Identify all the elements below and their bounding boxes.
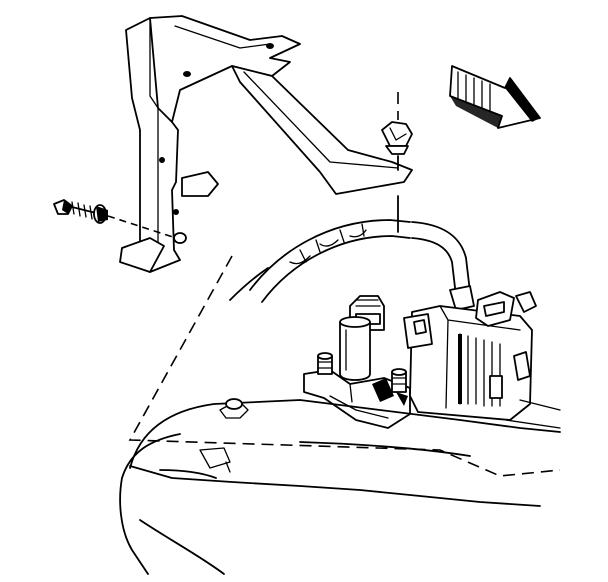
engine-cover <box>119 255 561 575</box>
direction-arrow <box>449 65 541 129</box>
wiring-harness <box>229 219 475 311</box>
retaining-nut <box>381 121 413 155</box>
mounting-bracket <box>119 15 413 273</box>
connector-block <box>403 291 561 429</box>
electrical-component <box>303 295 411 429</box>
bracket-bolt <box>53 199 108 224</box>
